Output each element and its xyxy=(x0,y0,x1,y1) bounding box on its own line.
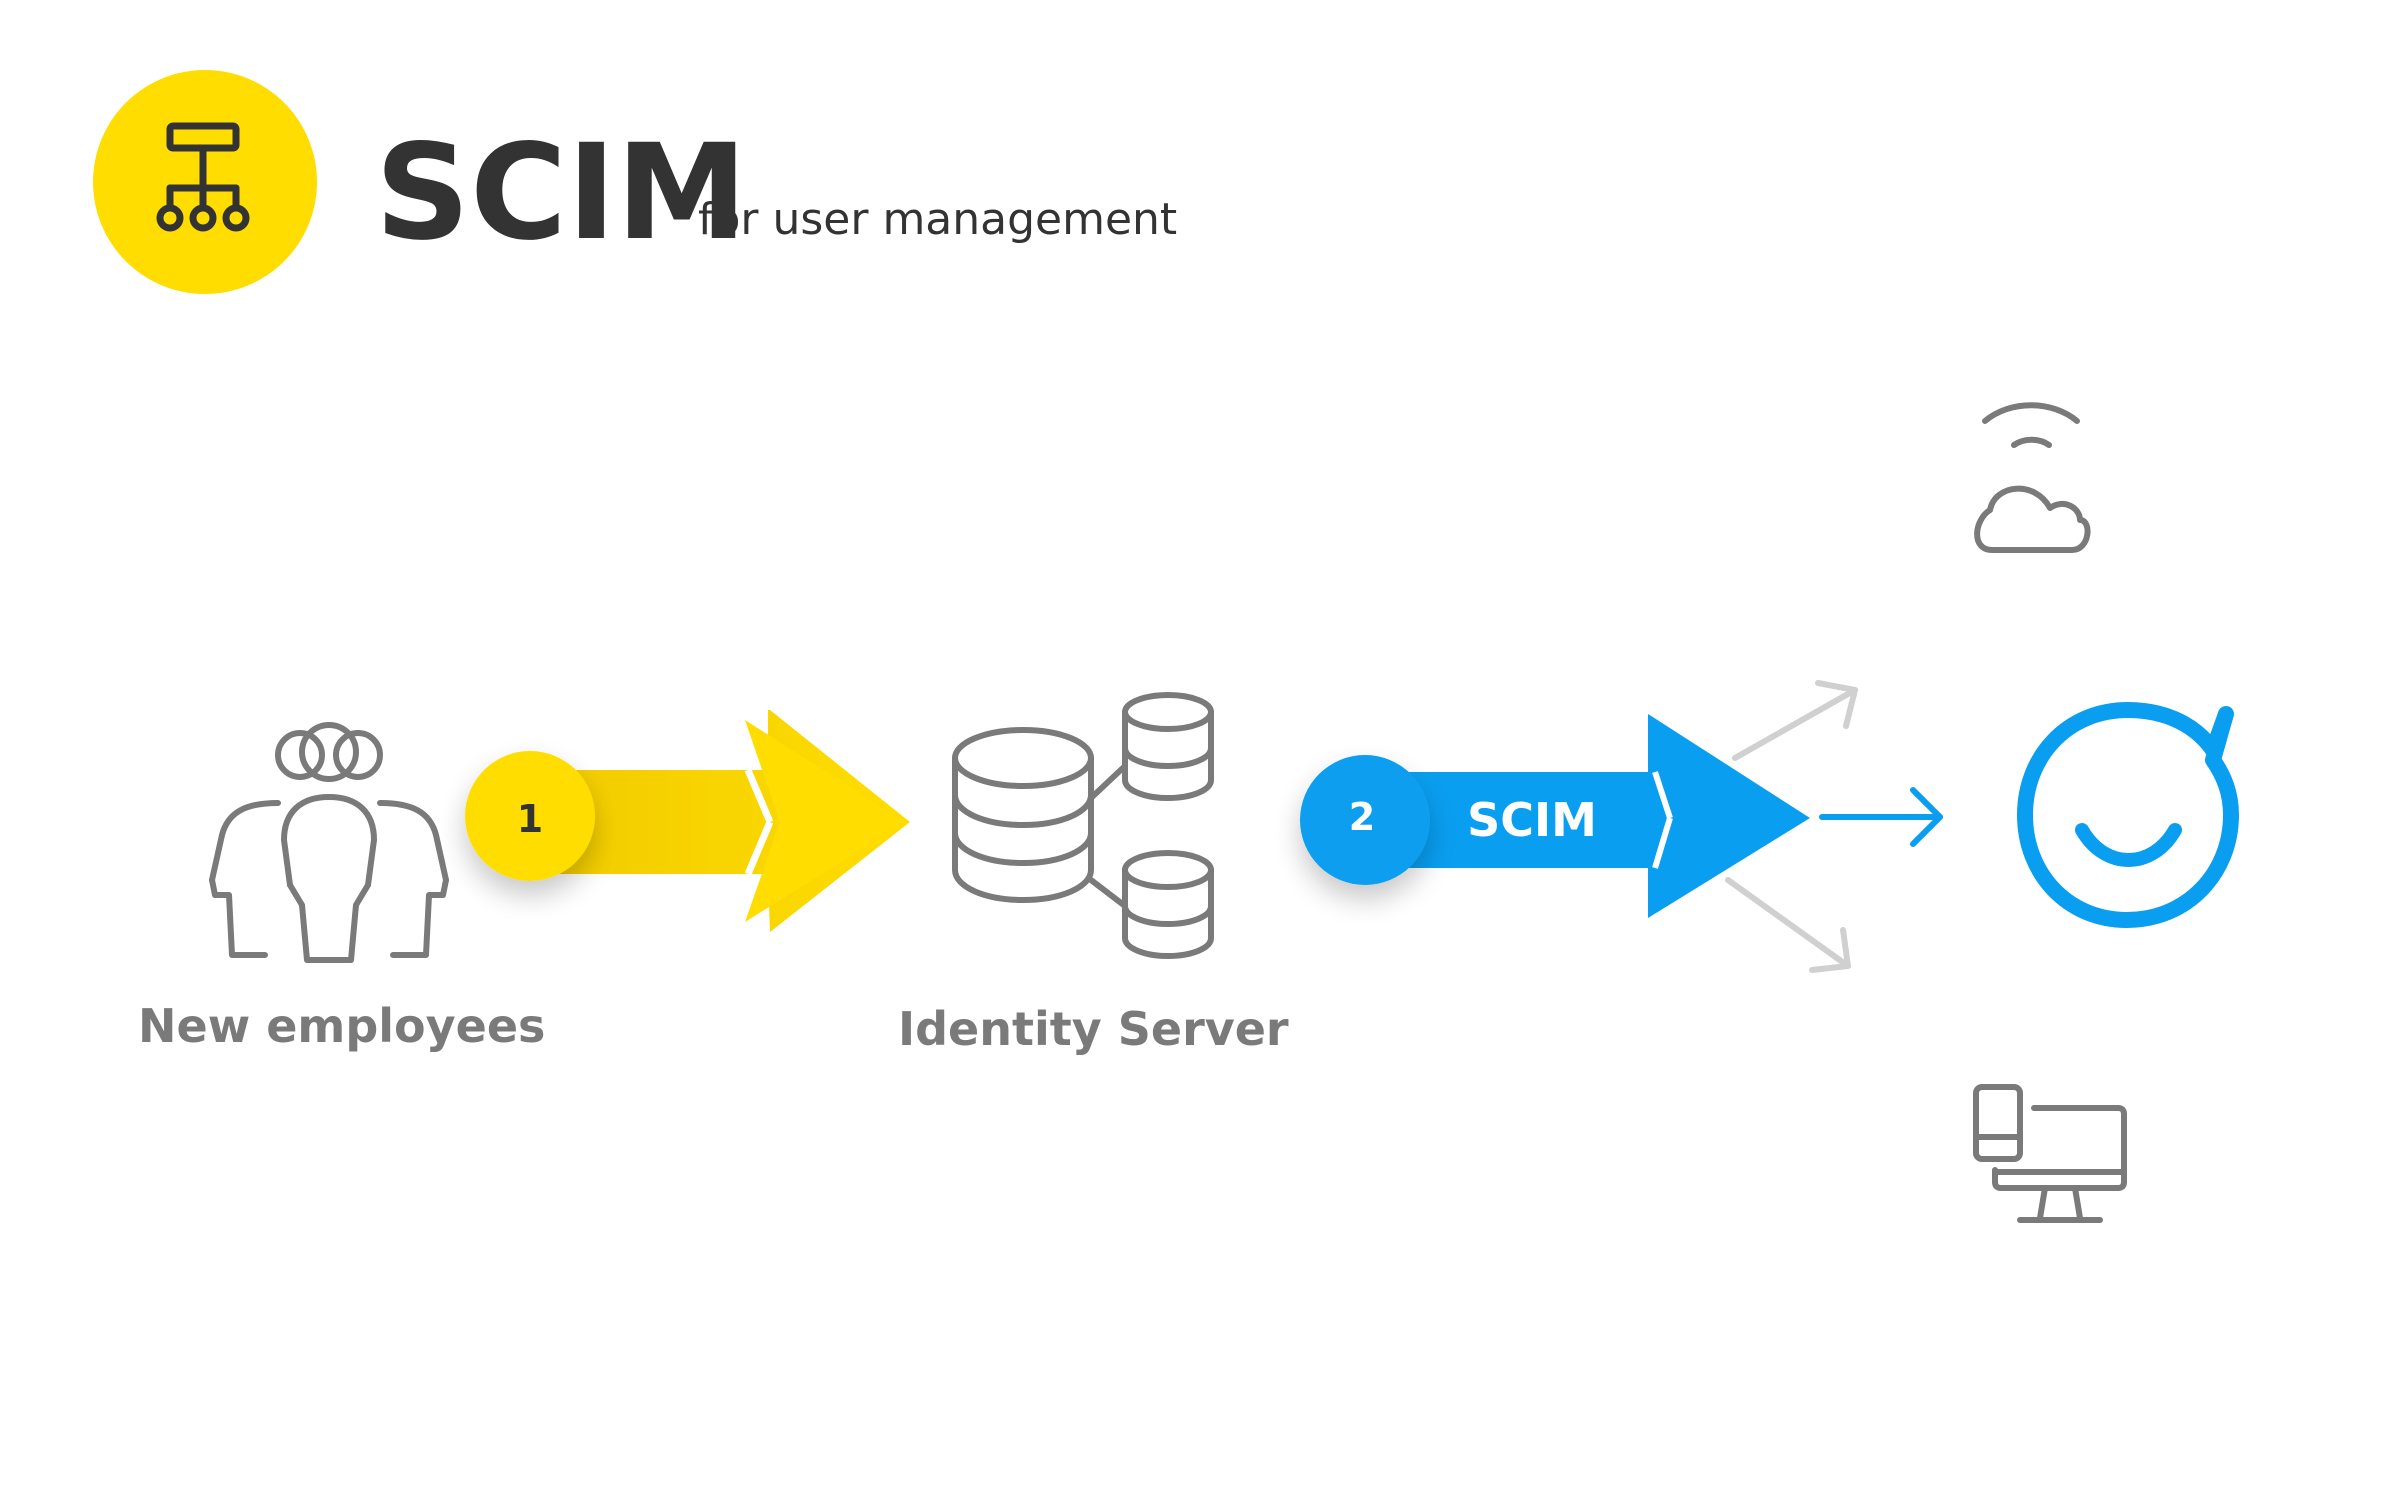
step-1-number: 1 xyxy=(517,797,543,841)
page-title: SCIM xyxy=(375,116,747,270)
step-2-number: 2 xyxy=(1349,795,1375,839)
hierarchy-icon xyxy=(156,122,250,232)
employees-label: New employees xyxy=(138,999,545,1053)
server-label: Identity Server xyxy=(898,1002,1289,1056)
cloud-wifi-icon xyxy=(1974,402,2091,553)
arrow-right xyxy=(1819,787,1943,847)
phone-desktop-icon xyxy=(1973,1084,2127,1223)
step-1-arrow: 1 xyxy=(465,710,910,932)
chat-smile-logo-icon xyxy=(2017,702,2239,928)
database-cluster-icon xyxy=(952,692,1214,959)
people-group-icon xyxy=(209,722,449,963)
arrow-down-right xyxy=(1725,877,1851,973)
step-1-badge xyxy=(465,751,595,881)
page-subtitle: for user management xyxy=(698,194,1177,245)
step-2-label: SCIM xyxy=(1467,793,1597,847)
step-2-badge xyxy=(1300,755,1430,885)
fanout-arrows xyxy=(1725,680,1943,973)
header: SCIM for user management xyxy=(93,70,1177,294)
step-2-arrow: 2 SCIM xyxy=(1300,714,1810,918)
arrow-up-right xyxy=(1732,680,1858,761)
